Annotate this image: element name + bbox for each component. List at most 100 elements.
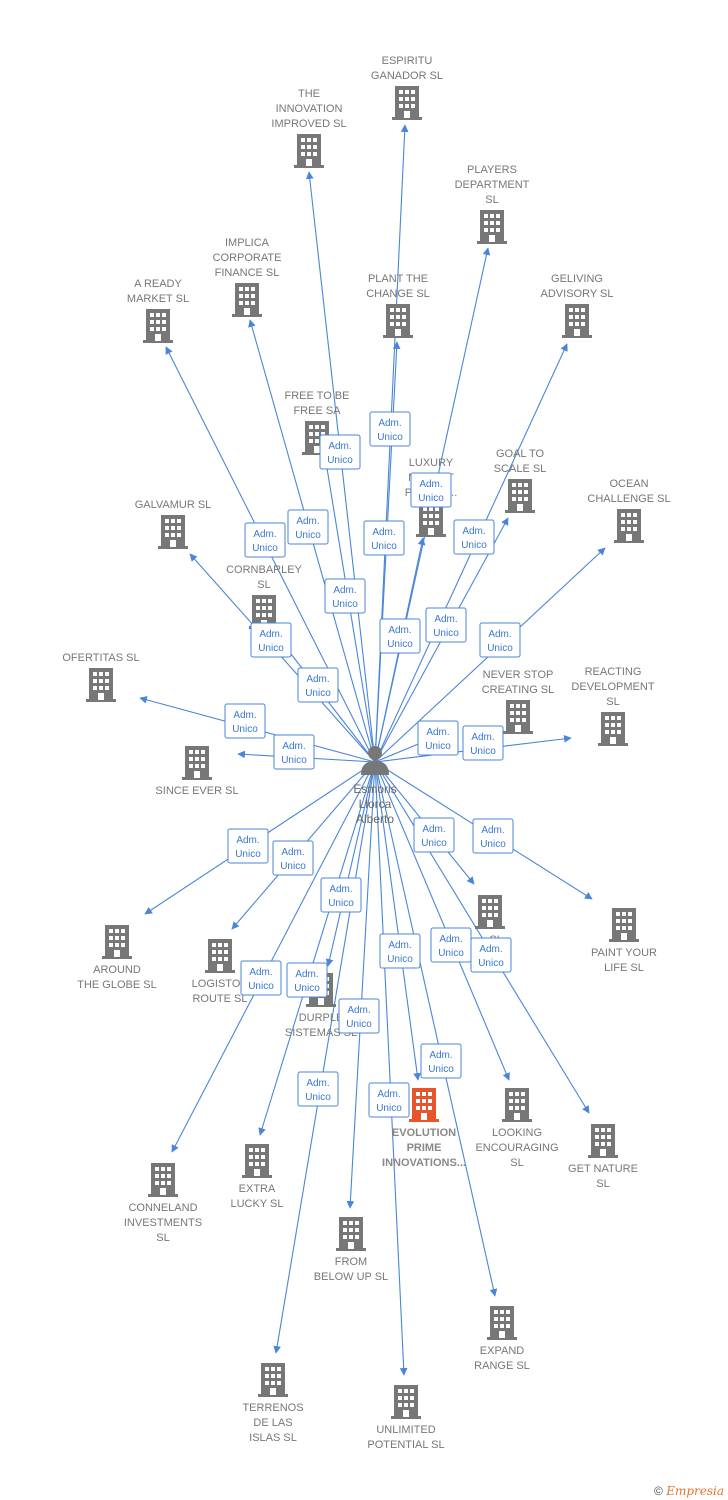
building-icon: [205, 939, 235, 973]
relation-label-plant[interactable]: Adm.Unico: [363, 520, 405, 556]
relation-label-get-nature[interactable]: Adm.Unico: [470, 937, 512, 973]
relation-label-logistou[interactable]: Adm.Unico: [272, 840, 314, 876]
relation-label-durple[interactable]: Adm.Unico: [320, 877, 362, 913]
relation-label-text: Unico: [371, 541, 397, 552]
relation-label-espiritu[interactable]: Adm.Unico: [369, 411, 411, 447]
building-icon: [409, 1088, 439, 1122]
building-icon: [102, 925, 132, 959]
building-icon: [502, 1088, 532, 1122]
company-node-galvamur[interactable]: GALVAMUR SL: [135, 499, 212, 549]
relation-label-evolution[interactable]: Adm.Unico: [379, 933, 421, 969]
relation-label-implica[interactable]: Adm.Unico: [287, 509, 329, 545]
company-label-line: IMPROVED SL: [271, 118, 346, 130]
relation-label-box: [379, 618, 421, 654]
relation-label-ofertitas[interactable]: Adm.Unico: [224, 703, 266, 739]
relation-label-box: [250, 622, 292, 658]
building-icon: [477, 210, 507, 244]
building-icon: [232, 283, 262, 317]
company-label-line: OCEAN: [609, 478, 648, 490]
relation-label-text: Unico: [328, 898, 354, 909]
relation-label-innovation-improved[interactable]: Adm.Unico: [319, 434, 361, 470]
relation-label-text: Unico: [377, 432, 403, 443]
company-label-line: CORNBARLEY: [226, 564, 302, 576]
relation-label-around[interactable]: Adm.Unico: [227, 828, 269, 864]
relation-label-looking[interactable]: Adm.Unico: [430, 927, 472, 963]
relation-label-free[interactable]: Adm.Unico: [324, 578, 366, 614]
company-label-line: LUXURY: [409, 457, 454, 469]
relation-label-box: [244, 522, 286, 558]
relation-label-hidden[interactable]: Adm.Unico: [413, 817, 455, 853]
relation-label-box: [470, 937, 512, 973]
relation-label-unlimited[interactable]: Adm.Unico: [368, 1082, 410, 1118]
company-label-line: INNOVATION: [276, 103, 343, 115]
relation-label-text: Unico: [252, 543, 278, 554]
relation-label-ocean[interactable]: Adm.Unico: [479, 622, 521, 658]
relation-label-cornbarley[interactable]: Adm.Unico: [297, 667, 339, 703]
company-label-line: EXPAND: [480, 1345, 524, 1357]
relation-label-text: Unico: [428, 1064, 454, 1075]
relation-label-conneland[interactable]: Adm.Unico: [240, 960, 282, 996]
company-label-line: SL: [156, 1232, 169, 1244]
relation-label-box: [224, 703, 266, 739]
company-label-line: EVOLUTION: [392, 1127, 456, 1139]
company-label-line: EXTRA: [239, 1183, 276, 1195]
relation-label-box: [368, 1082, 410, 1118]
relation-label-players[interactable]: Adm.Unico: [410, 472, 452, 508]
building-icon: [182, 746, 212, 780]
relation-label-ready[interactable]: Adm.Unico: [244, 522, 286, 558]
relation-label-text: Adm.: [296, 516, 319, 527]
relation-label-expand[interactable]: Adm.Unico: [420, 1043, 462, 1079]
relation-label-never-stop[interactable]: Adm.Unico: [417, 720, 459, 756]
company-node-ofertitas[interactable]: OFERTITAS SL: [62, 652, 140, 702]
company-label-line: PLANT THE: [368, 273, 428, 285]
relation-label-box: [297, 1071, 339, 1107]
relation-label-reacting[interactable]: Adm.Unico: [462, 725, 504, 761]
building-icon: [614, 509, 644, 543]
brand-logo[interactable]: Empresia: [666, 1484, 724, 1498]
relation-label-luxury[interactable]: Adm.Unico: [379, 618, 421, 654]
company-label-line: ENCOURAGING: [475, 1142, 558, 1154]
relation-label-galvamur[interactable]: Adm.Unico: [250, 622, 292, 658]
relation-label-text: Adm.: [328, 441, 351, 452]
relation-label-box: [287, 509, 329, 545]
company-label-line: SL: [596, 1178, 609, 1190]
company-node-evolution[interactable]: EVOLUTIONPRIMEINNOVATIONS...: [382, 1088, 466, 1169]
relation-label-geliving[interactable]: Adm.Unico: [453, 519, 495, 555]
relation-label-terrenos[interactable]: Adm.Unico: [297, 1071, 339, 1107]
relation-label-goal[interactable]: Adm.Unico: [425, 607, 467, 643]
relation-label-paint[interactable]: Adm.Unico: [472, 818, 514, 854]
relation-label-box: [420, 1043, 462, 1079]
relation-label-since-ever[interactable]: Adm.Unico: [273, 734, 315, 770]
company-node-since-ever[interactable]: SINCE EVER SL: [155, 746, 239, 797]
relation-label-from-below[interactable]: Adm.Unico: [338, 998, 380, 1034]
relation-label-text: Unico: [438, 948, 464, 959]
company-label-line: BELOW UP SL: [314, 1271, 388, 1283]
relation-label-extra[interactable]: Adm.Unico: [286, 962, 328, 998]
